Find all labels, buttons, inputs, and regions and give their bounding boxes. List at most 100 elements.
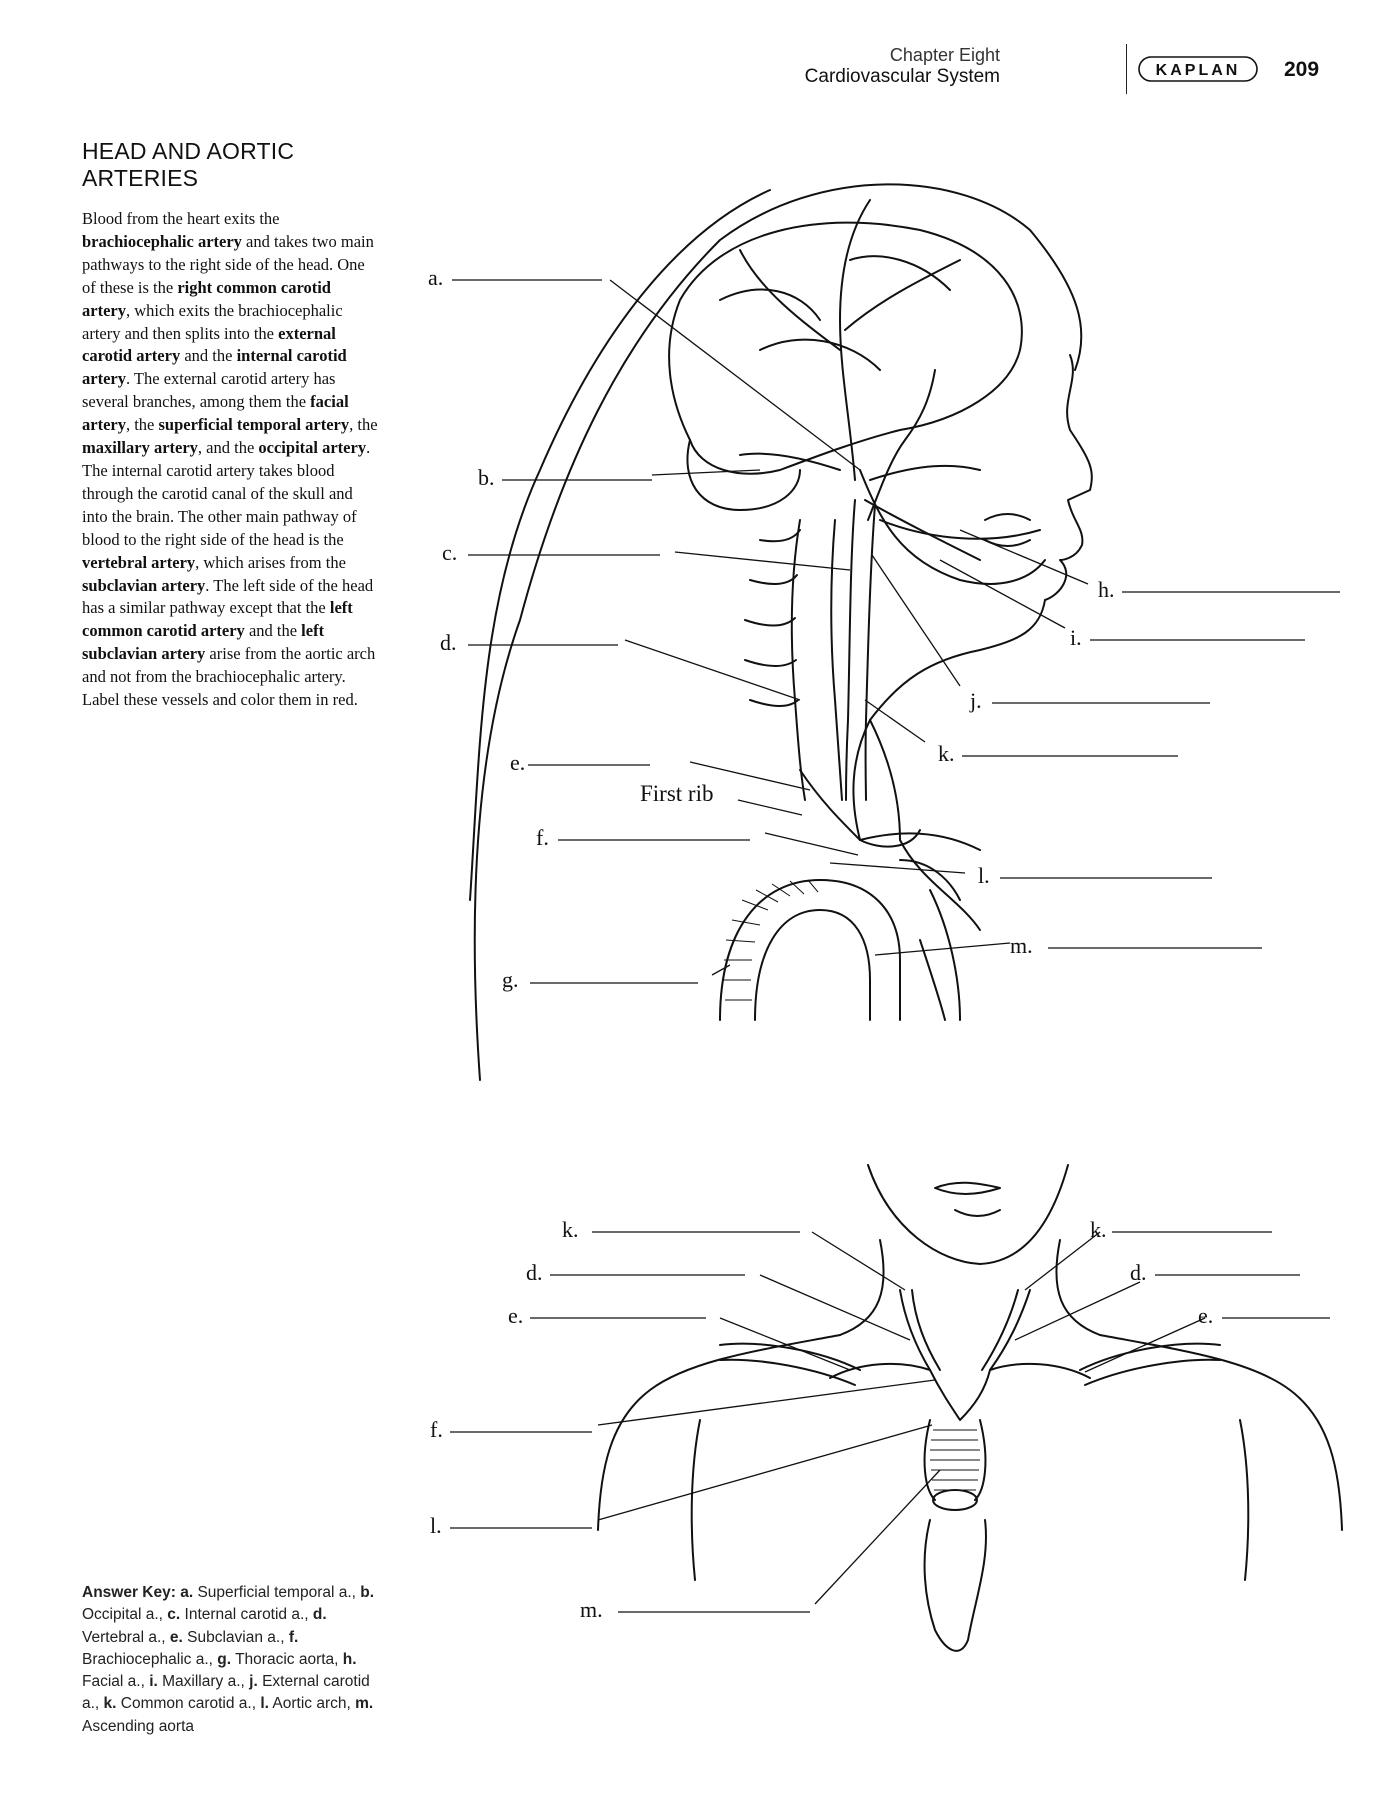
aorta-opening [932, 1489, 978, 1511]
section-title: Cardiovascular System [804, 66, 1000, 87]
left-clavicle [719, 1342, 861, 1386]
common-carotid-vessel [845, 499, 856, 801]
answer-key-run: i. [149, 1673, 158, 1691]
answer-key-run: Superficial temporal a., [193, 1584, 361, 1601]
instruction-text-run: and the [180, 346, 237, 366]
instruction-text-run: . The internal carotid artery takes bloo… [82, 438, 371, 549]
instruction-text-run: . The external carotid artery has severa… [82, 369, 336, 412]
answer-key-run: Internal carotid a., [180, 1606, 313, 1624]
aortic-arch [719, 879, 901, 1021]
answer-key-run: b. [360, 1584, 375, 1601]
instruction-text-run: facial artery [82, 392, 349, 435]
label2-e-left: e. [508, 1303, 524, 1328]
answer-key-run: External carotid a., [82, 1673, 370, 1713]
label2-d-left: d. [526, 1260, 543, 1285]
instruction-text-run: maxillary artery [82, 438, 198, 458]
first-rib [799, 769, 921, 848]
figure1-leader-lines [452, 279, 1340, 984]
superficial-temporal-vessel [839, 199, 871, 481]
label2-f: f. [430, 1417, 443, 1442]
label-l: l. [978, 863, 990, 888]
heart-outline [923, 1519, 987, 1652]
instruction-text-run: internal carotid artery [82, 346, 347, 389]
instruction-text-run: . The left side of the head has a simila… [82, 575, 374, 618]
right-shoulder [1099, 1334, 1343, 1531]
label2-k-left: k. [562, 1217, 579, 1242]
page-title: HEAD AND AORTIC ARTERIES [82, 138, 295, 191]
instruction-text-run: occipital artery [258, 438, 367, 458]
answer-key-run: Subclavian a., [182, 1628, 289, 1646]
chapter-heading: Chapter Eight Cardiovascular System [805, 44, 1000, 88]
aorta-hatching [930, 1429, 980, 1491]
instruction-text-run: , the [349, 415, 378, 435]
label-m: m. [1010, 933, 1033, 958]
instruction-text-run: , and the [197, 438, 259, 458]
instruction-text-run: left subclavian artery [82, 621, 325, 664]
answer-key-run: a. [180, 1584, 194, 1601]
answer-key-run: d. [312, 1606, 327, 1624]
instruction-text-run: , the [125, 415, 159, 435]
label2-d-right: d. [1130, 1260, 1147, 1285]
label-h: h. [1098, 577, 1115, 602]
answer-key-run: g. [217, 1650, 232, 1668]
answer-key-run: j. [249, 1673, 258, 1691]
answer-key-run: l. [260, 1695, 269, 1713]
instruction-text-run: , which exits the brachiocephalic artery… [82, 300, 343, 343]
label-i: i. [1070, 625, 1082, 650]
instruction-text: Blood from the heart exits the brachioce… [82, 208, 382, 712]
left-common-carotid [899, 1289, 941, 1371]
answer-key-run: m. [355, 1695, 374, 1713]
instruction-text-run: , which arises from the [195, 552, 346, 572]
label-c: c. [442, 540, 458, 565]
answer-key-run: Brachiocephalic a., [82, 1650, 218, 1668]
instruction-text-run: external carotid artery [82, 323, 336, 366]
right-common-carotid [981, 1289, 1031, 1371]
header-divider [1126, 44, 1127, 94]
instruction-text-run: Blood from the heart exits the [82, 209, 280, 228]
label-b: b. [478, 465, 495, 490]
label-e: e. [510, 750, 526, 775]
answer-key-run: Occipital a., [82, 1606, 168, 1624]
right-clavicle [1079, 1342, 1221, 1386]
head-outline [469, 189, 771, 901]
first-rib-label: First rib [640, 781, 714, 806]
chapter-title: Chapter Eight [889, 45, 1000, 65]
label-f: f. [536, 825, 549, 850]
page-number: 209 [1284, 58, 1320, 81]
neck-front [869, 719, 981, 931]
instruction-text-run: vertebral artery [82, 552, 196, 572]
label-a: a. [428, 265, 444, 290]
label-g: g. [502, 967, 519, 992]
label2-k-right: k. [1090, 1217, 1107, 1242]
label-j: j. [970, 688, 982, 713]
label2-m: m. [580, 1597, 603, 1622]
answer-key-run: Thoracic aorta, [231, 1650, 343, 1668]
answer-key-run: f. [288, 1628, 299, 1646]
answer-key-run: Maxillary a., [157, 1673, 250, 1691]
left-shoulder [597, 1334, 841, 1531]
neck-outline [839, 1239, 1101, 1336]
label2-l: l. [430, 1513, 442, 1538]
anterior-view-illustration [597, 1164, 1343, 1652]
mandible [859, 469, 1046, 585]
instruction-text-run: and the [244, 621, 302, 641]
answer-key-run: h. [342, 1650, 357, 1668]
answer-key-run: Ascending aorta [82, 1717, 195, 1735]
instruction-text-run: left common carotid artery [82, 598, 353, 641]
answer-key-run: Common carotid a., [116, 1695, 261, 1713]
instruction-text-run: arise from the aortic arch and not from … [82, 644, 376, 710]
label-d: d. [440, 630, 457, 655]
answer-key-run: k. [103, 1695, 117, 1713]
chin-outline [867, 1164, 1069, 1265]
answer-key-run: e. [169, 1628, 183, 1646]
label-k: k. [938, 741, 955, 766]
arch-region [929, 1369, 991, 1421]
instruction-text-run: and takes two main pathways to the right… [82, 231, 374, 297]
answer-key-run: Facial a., [82, 1673, 150, 1691]
face-profile [852, 354, 1093, 841]
answer-key-run: c. [167, 1606, 181, 1624]
instruction-text-run: right common carotid artery [82, 277, 331, 320]
svg-text:KAPLAN: KAPLAN [1156, 62, 1241, 79]
answer-key-run: Aortic arch, [268, 1695, 356, 1713]
cerebellum [686, 439, 801, 511]
